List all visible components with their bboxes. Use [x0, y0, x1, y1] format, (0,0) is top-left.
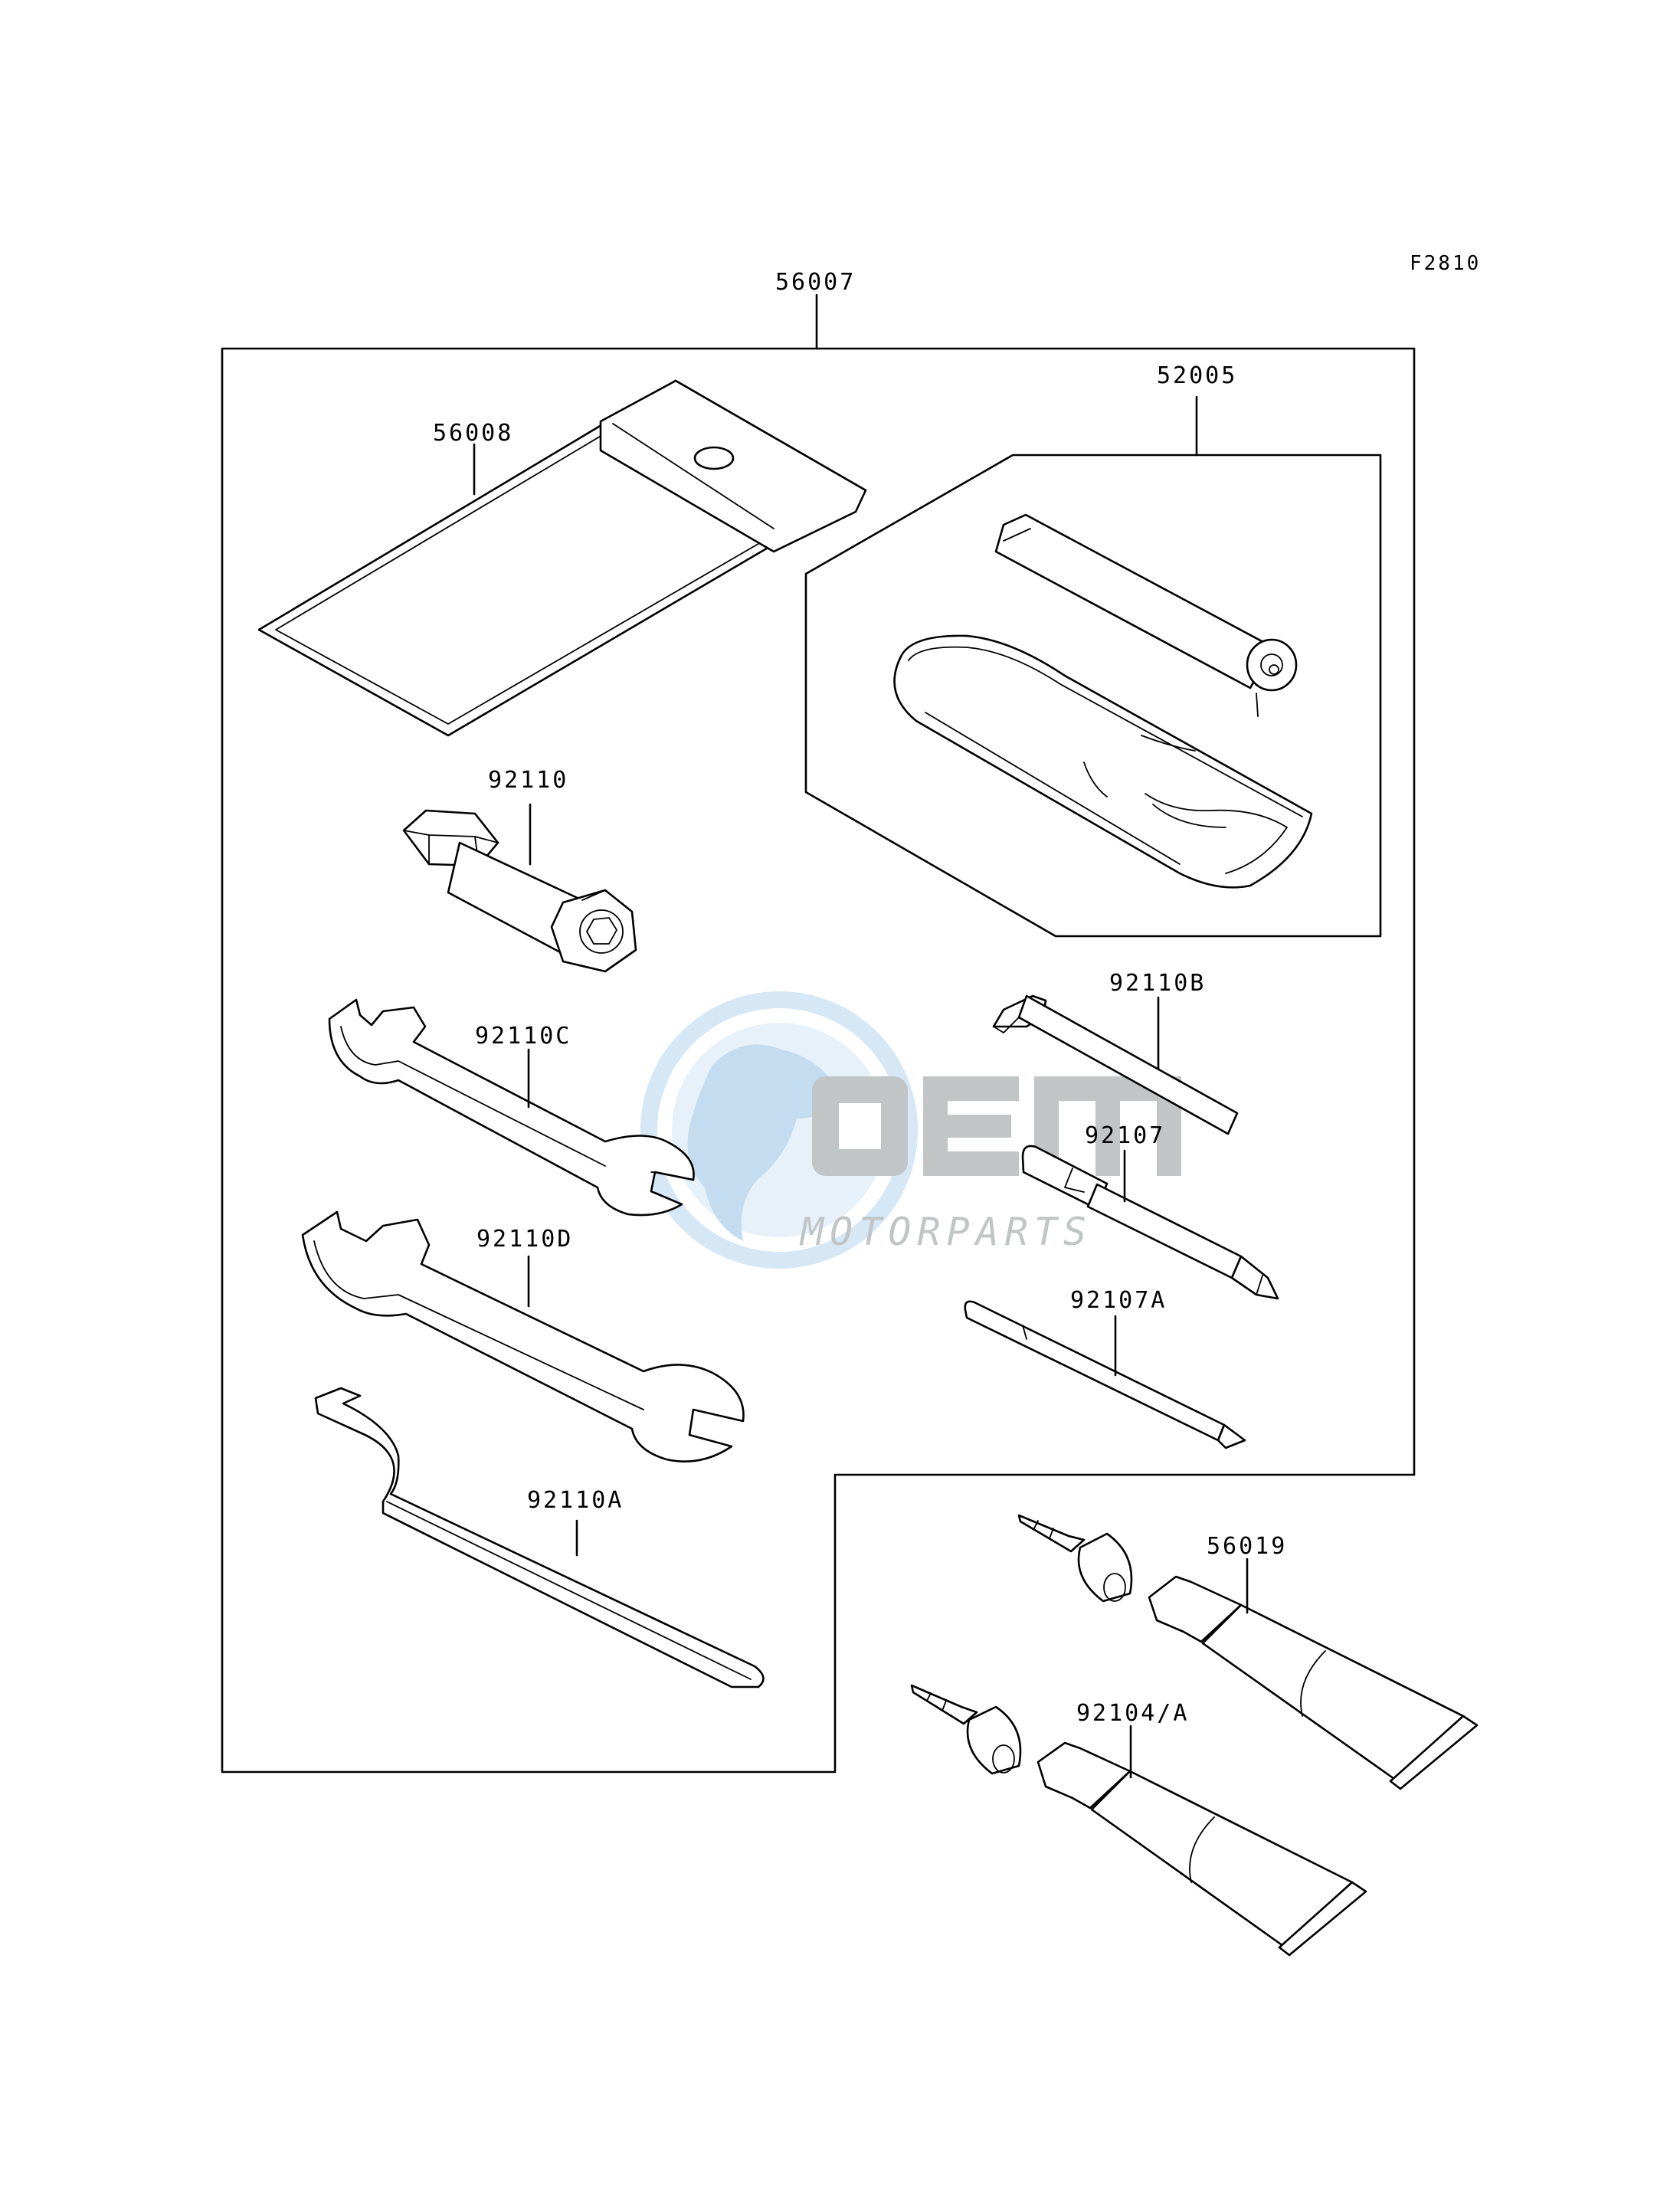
label-hook-wrench: 92110A: [527, 1487, 624, 1514]
label-screwdriver: 92107: [1085, 1122, 1165, 1149]
label-wrench-d: 92110D: [476, 1226, 573, 1253]
label-screwdriver-a: 92107A: [1070, 1287, 1167, 1314]
screwdriver-a: [964, 1300, 1246, 1449]
label-tube-1: 56019: [1207, 1533, 1287, 1560]
label-case: 56008: [433, 420, 513, 447]
plug-wrench: [402, 803, 637, 973]
label-tube-2: 92104/A: [1076, 1700, 1189, 1727]
label-wrench-c: 92110C: [475, 1023, 571, 1050]
open-wrench-d: [301, 1210, 745, 1462]
oem-watermark-tagline: MOTORPARTS: [799, 1210, 1092, 1254]
tire-lever-tool: [994, 513, 1298, 717]
label-hex-key: 92110B: [1109, 970, 1206, 997]
repair-pouch: [893, 634, 1313, 889]
hex-key: [992, 994, 1239, 1135]
tool-case: [257, 379, 867, 737]
screwdriver: [1021, 1145, 1279, 1300]
label-repair-kit: 52005: [1157, 362, 1237, 389]
repair-kit: [804, 395, 1382, 938]
grease-tube-1: [1017, 1514, 1479, 1790]
open-wrench-c: [328, 998, 695, 1217]
hook-wrench: [314, 1387, 765, 1688]
grease-tube-2: [910, 1684, 1367, 1957]
set-outline: [221, 293, 1416, 1774]
label-plug-wrench: 92110: [488, 767, 568, 794]
figure-code: F2810: [1410, 252, 1481, 275]
label-set: 56007: [775, 269, 856, 296]
